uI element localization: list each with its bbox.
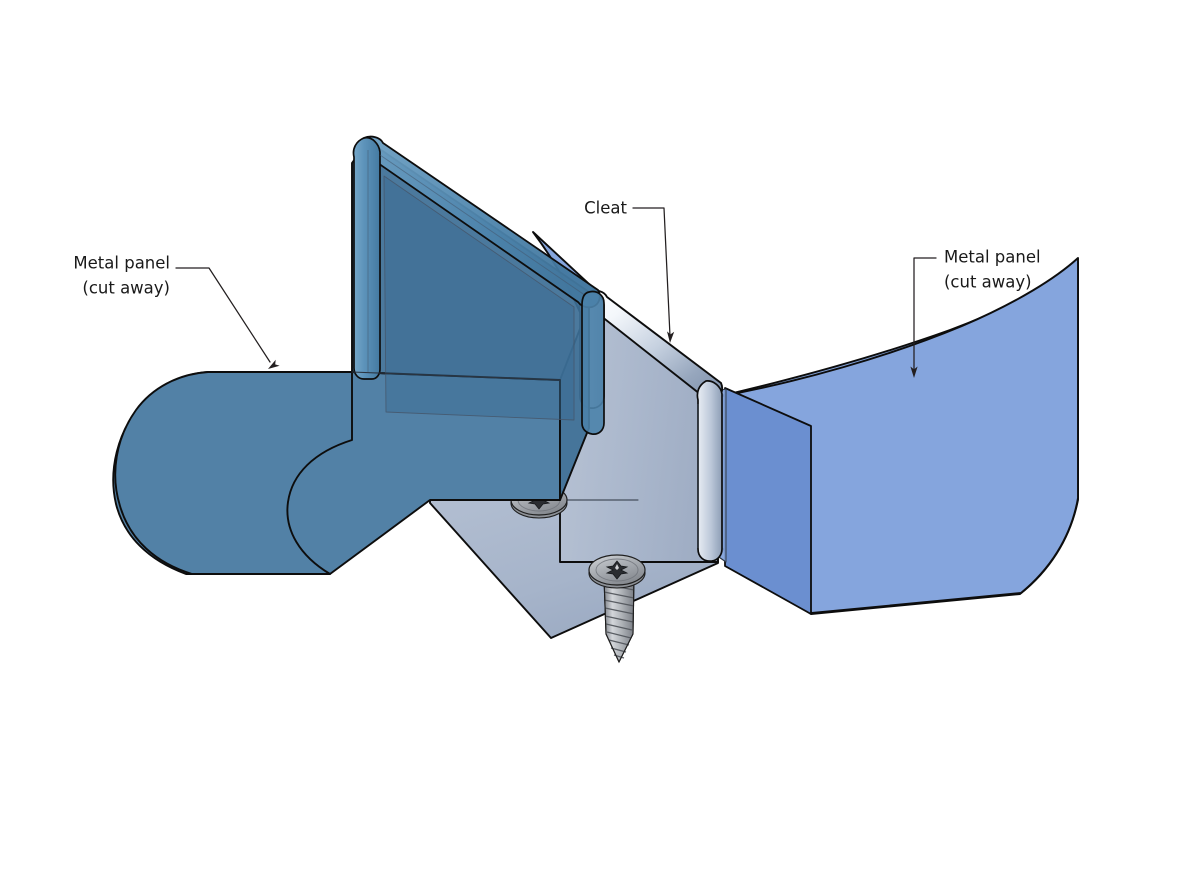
annotation-right-line1: Metal panel (944, 248, 1041, 267)
screw-head-lower (588, 554, 646, 589)
phillips-drive-icon (605, 560, 629, 580)
annotation-right-line2: (cut away) (944, 273, 1032, 292)
annotation-cleat: Cleat (584, 199, 675, 344)
leader-line (175, 267, 271, 363)
annotation-cleat-line1: Cleat (584, 199, 627, 218)
annotation-left-metal-panel: Metal panel (cut away) (73, 254, 280, 373)
left-panel-hook-return (581, 290, 605, 435)
leader-line (913, 257, 937, 372)
left-panel-bend-line (351, 371, 561, 381)
left-panel-hem-fold (367, 150, 593, 372)
left-panel-leg-inner-face (383, 175, 575, 421)
annotation-right-metal-panel: Metal panel (cut away) (910, 248, 1041, 378)
annotation-left-line2: (cut away) (82, 279, 170, 298)
left-panel-break-edge (114, 371, 353, 575)
left-panel-hem-cap (352, 136, 381, 380)
cleat-hem-cap-right (696, 380, 723, 562)
fastener-lower (588, 554, 646, 664)
leader-line (632, 207, 671, 337)
left-metal-panel (112, 135, 605, 575)
annotation-left-line1: Metal panel (73, 254, 170, 273)
